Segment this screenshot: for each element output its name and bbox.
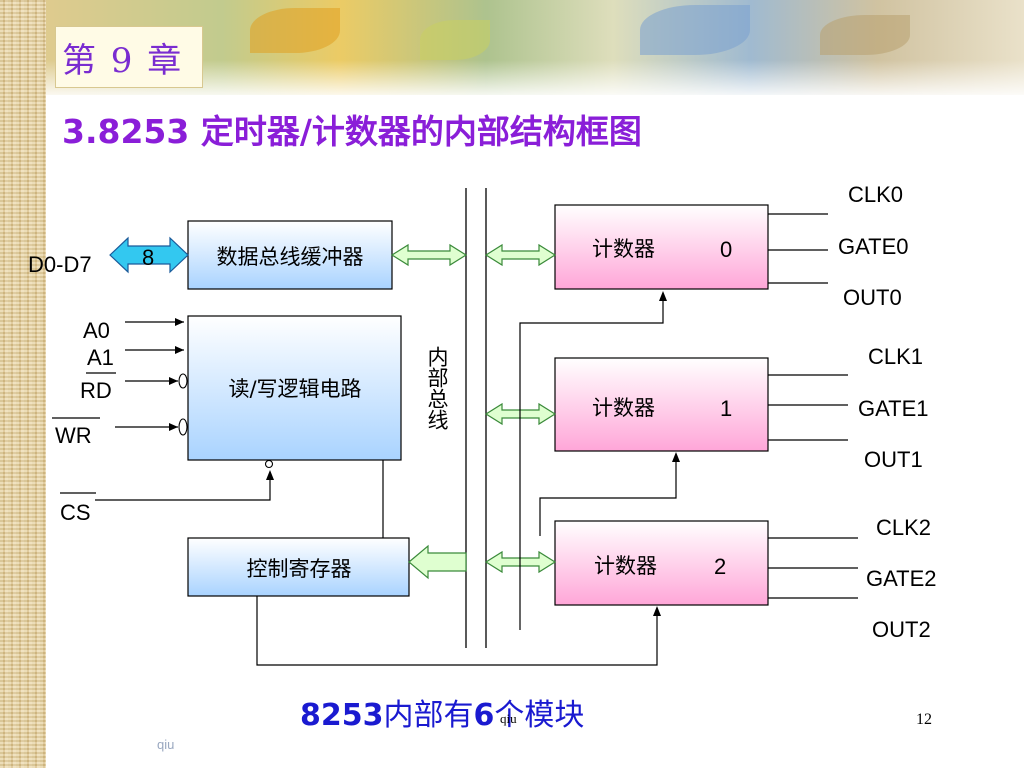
out0-label: OUT0	[843, 285, 902, 310]
a1-arrowhead	[175, 346, 184, 354]
clk2-label: CLK2	[876, 515, 931, 540]
arrow-bus-control	[408, 544, 467, 580]
texture-overlay	[0, 0, 46, 768]
a0-arrowhead	[175, 318, 184, 326]
control-to-counter0-line	[519, 295, 664, 630]
wr-label: WR	[55, 423, 92, 448]
wr-arrowhead	[169, 423, 178, 431]
gate2-label: GATE2	[866, 566, 937, 591]
a0-label: A0	[83, 318, 110, 343]
leaf-decoration	[820, 15, 910, 55]
cs-label: CS	[60, 500, 91, 525]
a1-label: A1	[87, 345, 114, 370]
leaf-decoration	[420, 20, 490, 60]
control-to-counter0-arrowhead	[659, 291, 667, 301]
slide-title: 3.8253 定时器/计数器的内部结构框图	[62, 112, 642, 151]
wr-inversion-bubble	[178, 418, 188, 436]
counter-2-label: 计数器	[594, 554, 657, 578]
footer-suffix: 个模块	[494, 698, 585, 733]
footer-prefix: 8253	[300, 698, 384, 733]
leaf-decoration	[250, 8, 340, 53]
clk0-label: CLK0	[848, 182, 903, 207]
control-to-counter2-arrowhead	[653, 606, 661, 616]
data-buffer-label: 数据总线缓冲器	[217, 245, 364, 269]
footer-caption: 8253内部有6个模块	[300, 690, 584, 734]
clk1-label: CLK1	[868, 344, 923, 369]
counter-1-label: 计数器	[592, 396, 655, 420]
out2-label: OUT2	[872, 617, 931, 642]
rw-logic-block	[187, 315, 402, 461]
control-to-counter1-arrowhead	[672, 452, 680, 462]
banner-fade	[46, 60, 1024, 100]
footer-middle: 内部有	[383, 698, 474, 733]
out1-label: OUT1	[864, 447, 923, 472]
cs-line	[95, 472, 271, 501]
footer-count: 6	[473, 698, 495, 733]
leaf-decoration	[640, 5, 750, 55]
data-bus-width-label: 8	[142, 245, 154, 270]
gate1-label: GATE1	[858, 396, 929, 421]
rd-label: RD	[80, 378, 112, 403]
cs-inversion-bubble	[264, 459, 274, 469]
arrow-bus-counter0	[484, 243, 557, 267]
control-register-block	[187, 537, 410, 597]
rw-logic-label: 读/写逻辑电路	[228, 377, 361, 401]
counter-0-index: 0	[720, 237, 732, 262]
control-register-label: 控制寄存器	[247, 557, 352, 581]
counter-2-index: 2	[714, 554, 726, 579]
d0-d7-label: D0-D7	[28, 252, 92, 277]
rd-inversion-bubble	[178, 373, 188, 389]
watermark-mid: qiu	[500, 711, 517, 726]
chapter-label-box	[55, 26, 203, 88]
rd-arrowhead	[169, 377, 178, 385]
data-bus-arrow	[109, 236, 189, 274]
counter-0-block	[554, 204, 769, 290]
data-buffer-block	[187, 220, 393, 290]
counter-0-label: 计数器	[592, 237, 655, 261]
counter-1-block	[554, 357, 769, 452]
gate0-label: GATE0	[838, 234, 909, 259]
texture-strip	[0, 0, 46, 768]
watermark-left: qiu	[157, 737, 175, 752]
arrow-buffer-bus	[390, 243, 468, 267]
control-to-counter2-line	[256, 596, 658, 666]
bus-label: 内部总线	[425, 346, 449, 430]
chapter-label: 第 9 章	[62, 41, 184, 81]
counter-1-index: 1	[720, 396, 732, 421]
page-number: 12	[916, 711, 932, 728]
control-to-counter1-line	[539, 456, 677, 536]
cs-arrowhead	[266, 470, 274, 480]
counter-2-block	[554, 520, 769, 606]
